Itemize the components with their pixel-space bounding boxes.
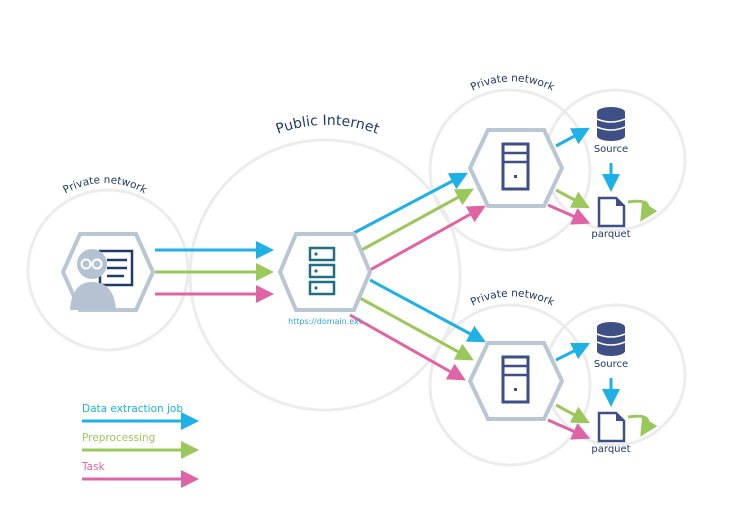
client-node[interactable] (60, 232, 156, 312)
parquet-label-bottom: parquet (591, 444, 630, 455)
source-database-icon-bottom (596, 322, 626, 356)
agent-computer-icon (501, 142, 530, 191)
refresh-loop-arrow-bottom (627, 414, 658, 437)
refresh-loop-arrow-top (627, 199, 658, 222)
legend-label-preprocessing: Preprocessing (82, 432, 155, 444)
legend: Data extraction job Preprocessing Task (81, 403, 199, 488)
legend-label-task: Task (81, 461, 106, 473)
arrow-preprocessing-top (357, 188, 474, 254)
server-url[interactable]: https://domain.ext (288, 317, 362, 326)
arrow-task-bottom (349, 313, 466, 381)
arrow-agent-to-source-bottom (555, 342, 591, 362)
public-internet-label: Public Internet (274, 113, 382, 138)
arrow-task-to-parquet-bottom (547, 418, 591, 440)
parquet-file-icon-top (597, 196, 626, 228)
client-network-zone (26, 188, 190, 352)
arrow-agent-to-source-top (555, 127, 590, 148)
server-to-top-agent-arrows (349, 172, 486, 272)
source-label-top: Source (594, 144, 628, 155)
client-network-label: Private network (61, 174, 150, 197)
arrow-task-to-parquet-top (547, 203, 591, 225)
server-to-bottom-agent-arrows (349, 278, 486, 381)
arrow-preprocess-to-parquet-bottom (555, 403, 590, 424)
legend-label-extraction: Data extraction job (82, 403, 183, 415)
source-database-icon-top (596, 107, 626, 141)
server-rack-icon (308, 246, 336, 296)
user-with-document-icon (70, 249, 134, 310)
parquet-file-icon-bottom (597, 411, 626, 443)
client-to-server-arrows (155, 241, 274, 303)
bottom-agent-node[interactable] (467, 341, 565, 421)
arrow-preprocess-to-parquet-top (555, 188, 590, 209)
source-label-bottom: Source (594, 359, 628, 370)
parquet-label-top: parquet (591, 229, 630, 240)
arrow-preprocessing-bottom (357, 295, 474, 361)
arrow-task-top (369, 205, 486, 272)
arrow-extraction-bottom (369, 278, 486, 343)
agent-computer-icon (501, 355, 530, 404)
arrow-extraction-top (349, 172, 468, 237)
top-agent-node[interactable] (467, 128, 565, 208)
public-internet-zone (188, 138, 462, 412)
server-node[interactable] (277, 232, 373, 312)
